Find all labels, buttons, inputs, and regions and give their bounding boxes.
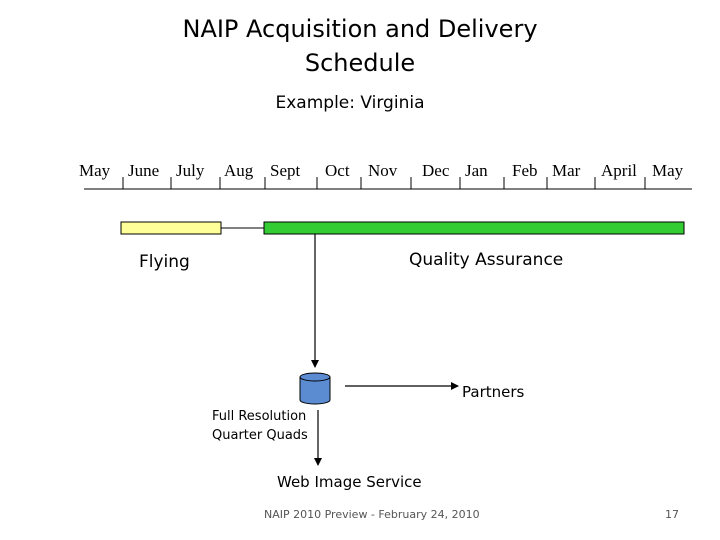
month-label: May bbox=[79, 161, 111, 180]
page-number: 17 bbox=[665, 508, 679, 521]
database-cylinder-icon bbox=[299, 372, 331, 405]
month-label: Sept bbox=[270, 161, 301, 180]
full-resolution-line-1: Full Resolution bbox=[212, 409, 307, 424]
month-label: Jan bbox=[465, 161, 488, 180]
flying-bar bbox=[120, 221, 222, 235]
title-line-2: Schedule bbox=[304, 49, 416, 77]
quality-assurance-bar bbox=[263, 221, 685, 235]
month-label: June bbox=[128, 161, 160, 180]
footer-text: NAIP 2010 Preview - February 24, 2010 bbox=[264, 508, 480, 521]
partners-label: Partners bbox=[462, 383, 525, 401]
title-line-1: NAIP Acquisition and Delivery bbox=[182, 15, 538, 43]
quality-assurance-label: Quality Assurance bbox=[409, 250, 564, 270]
subtitle: Example: Virginia bbox=[275, 93, 425, 113]
month-label: Aug bbox=[224, 161, 254, 180]
month-label: July bbox=[176, 161, 205, 180]
month-label: Oct bbox=[325, 161, 350, 180]
timeline-ticks bbox=[122, 177, 646, 189]
full-resolution-label: Full Resolution Quarter Quads bbox=[212, 407, 308, 445]
month-label: Feb bbox=[512, 161, 538, 180]
month-label: Mar bbox=[552, 161, 581, 180]
full-resolution-line-2: Quarter Quads bbox=[212, 428, 308, 443]
month-label: May bbox=[652, 161, 684, 180]
month-label: Dec bbox=[422, 161, 450, 180]
month-label: April bbox=[601, 161, 637, 180]
web-image-service-label: Web Image Service bbox=[277, 473, 422, 491]
flying-label: Flying bbox=[139, 252, 190, 272]
month-label: Nov bbox=[368, 161, 398, 180]
